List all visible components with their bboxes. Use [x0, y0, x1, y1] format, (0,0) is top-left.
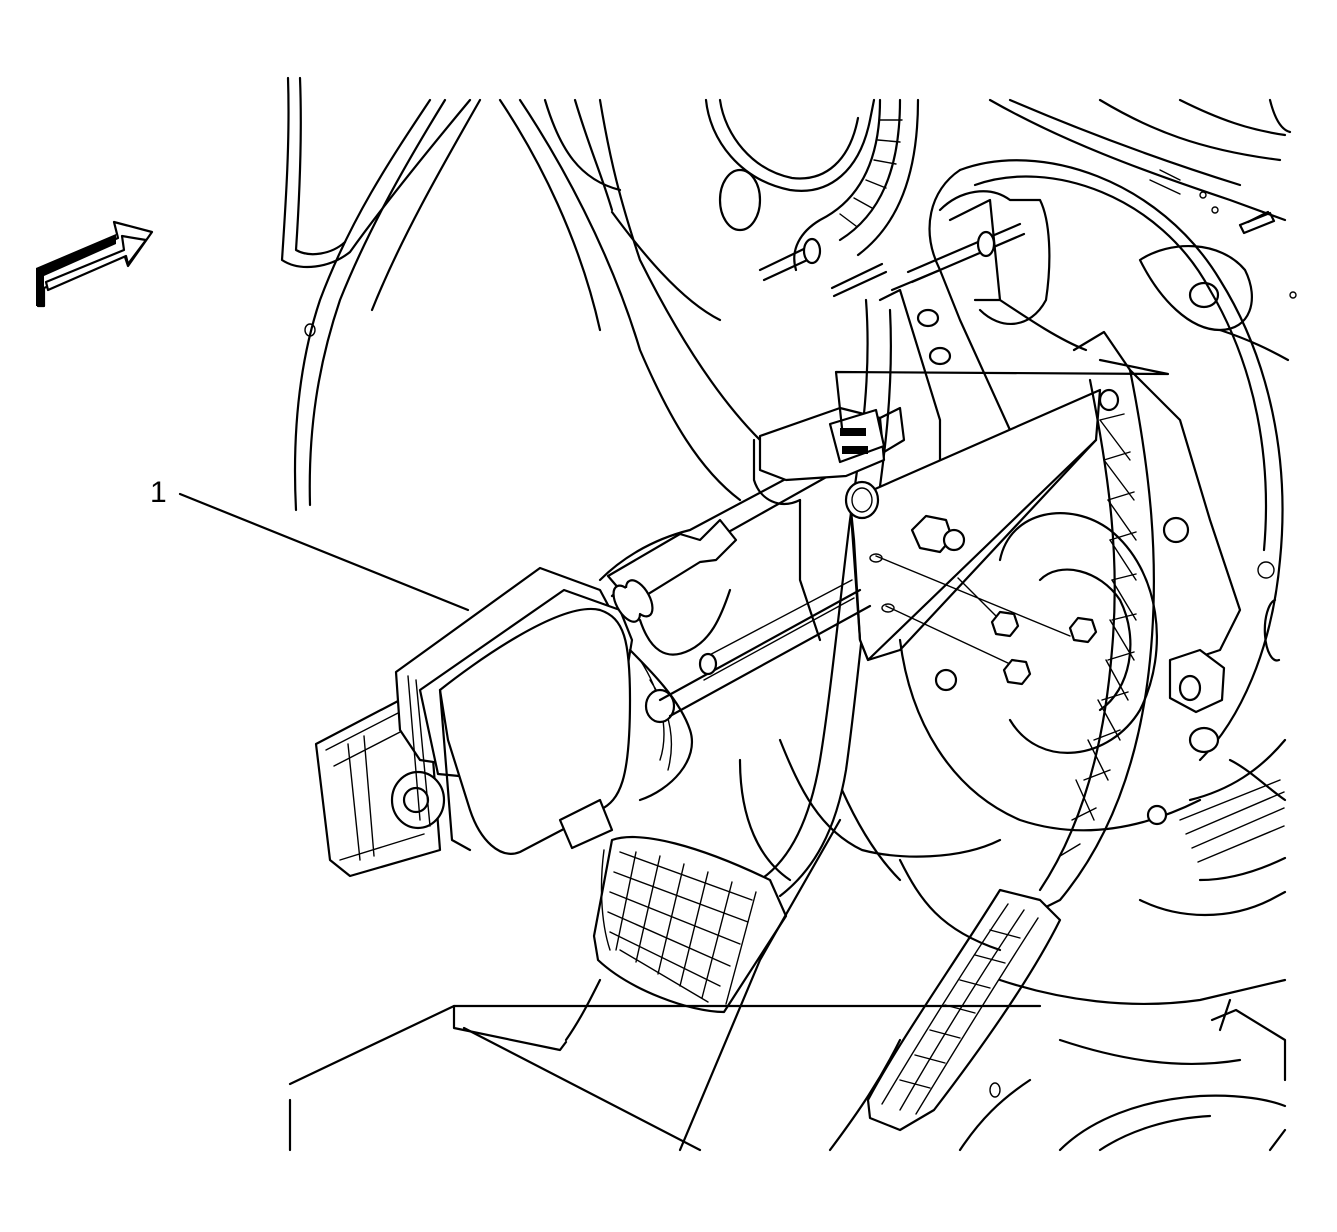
accelerator-pedal-arm — [1038, 330, 1242, 912]
brake-booster-plate — [898, 159, 1287, 863]
floor-panels — [288, 738, 1287, 1152]
accelerator-pedal-pad — [866, 888, 1062, 1132]
firewall-structure — [704, 98, 1297, 362]
mounting-plate — [844, 388, 1168, 826]
brake-pedal-pad — [564, 835, 788, 1042]
pedal-bracket — [878, 190, 1088, 542]
brake-pad-grip-pattern — [607, 851, 757, 1005]
wiring-harness-connector — [598, 406, 906, 656]
body-panel-lines — [280, 76, 762, 512]
callout-number-1: 1 — [150, 476, 167, 509]
view-direction-arrow-icon — [36, 220, 154, 308]
callout-leaders — [178, 358, 1170, 612]
mounting-studs — [758, 210, 1270, 298]
accelerator-pedal-position-module — [314, 566, 872, 878]
